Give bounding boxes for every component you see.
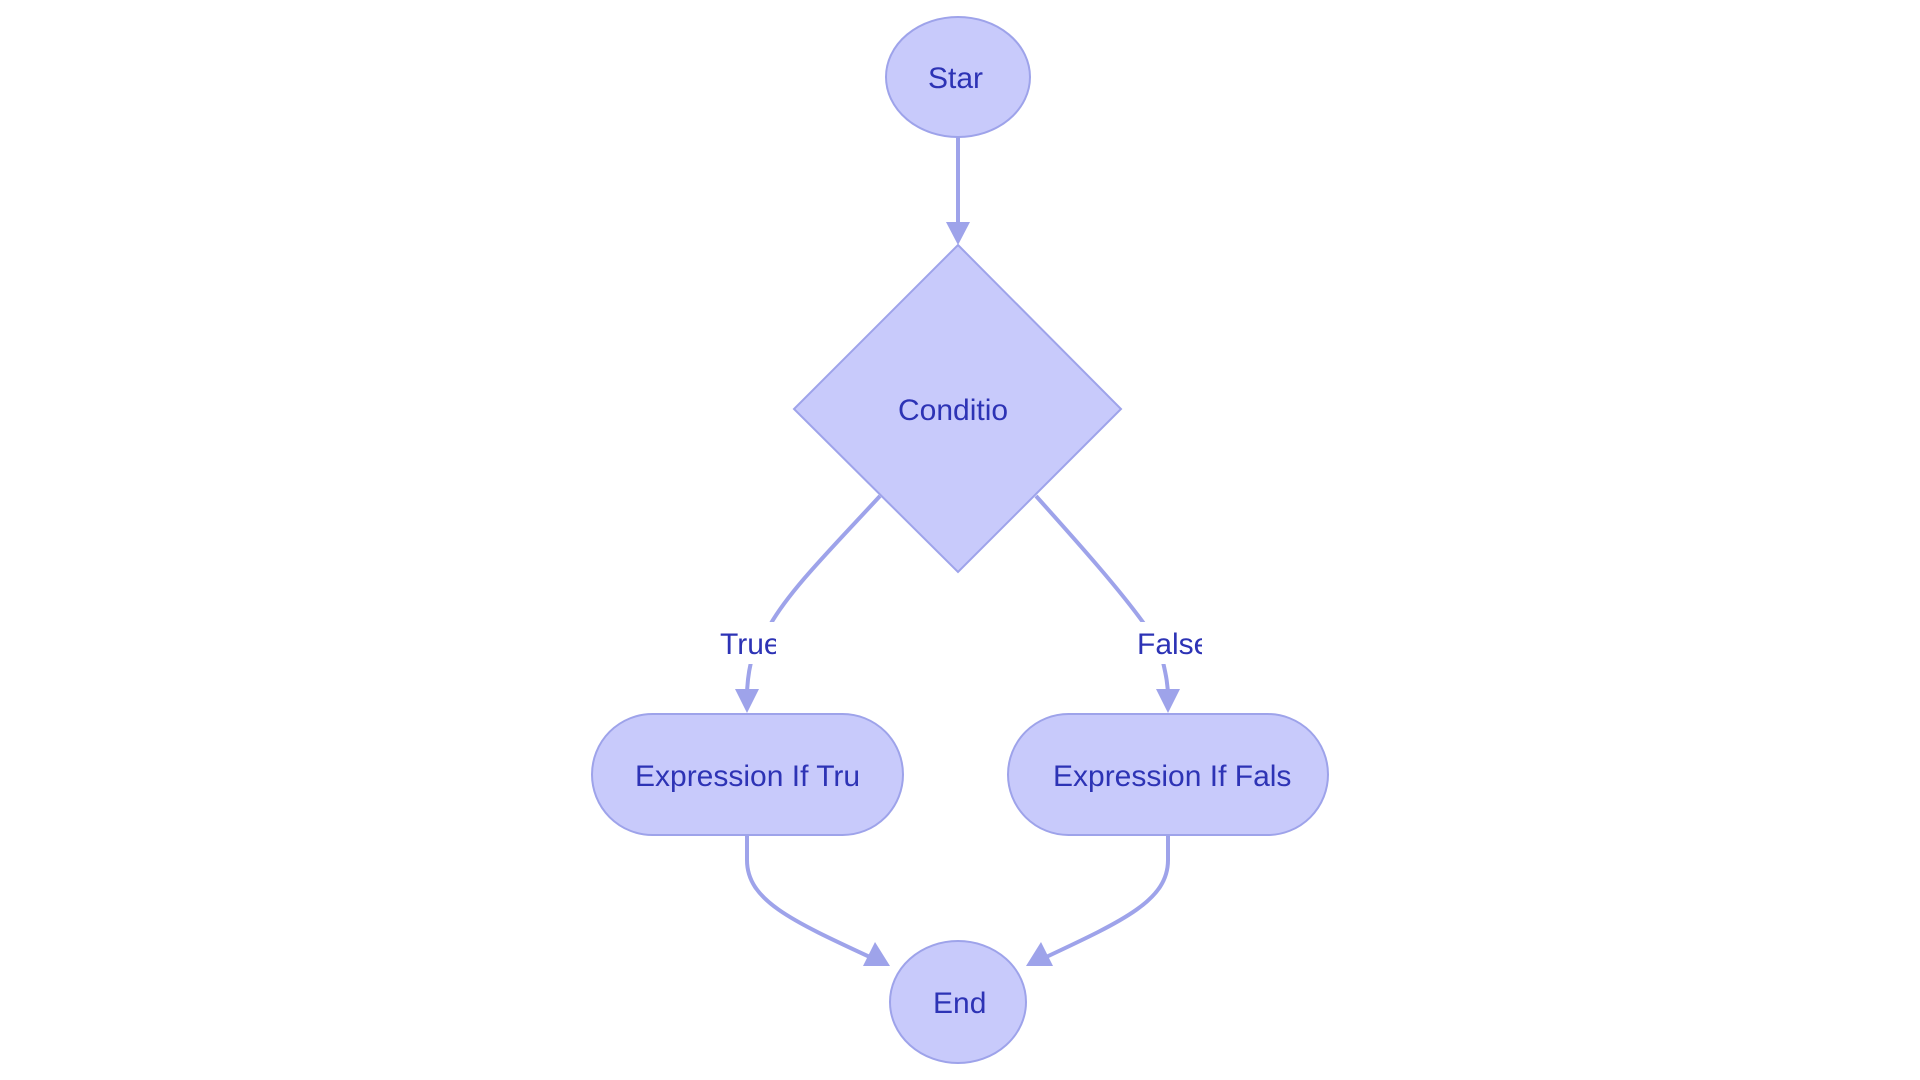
node-end-shape[interactable] bbox=[889, 940, 1027, 1064]
node-start[interactable]: Star bbox=[885, 16, 1031, 138]
node-expression-if-false[interactable]: Expression If Fals bbox=[1007, 713, 1329, 836]
arrowhead-icon bbox=[1026, 942, 1053, 966]
edge-line bbox=[745, 835, 873, 960]
edge-line bbox=[1034, 494, 1147, 627]
edge-condition-true bbox=[735, 494, 882, 713]
arrowhead-icon bbox=[946, 222, 970, 245]
node-start-shape[interactable] bbox=[885, 16, 1031, 138]
edge-label-false-text: False bbox=[1137, 628, 1210, 661]
node-condition[interactable]: Conditio bbox=[792, 243, 1123, 574]
edge-line bbox=[1043, 835, 1170, 960]
arrowhead-icon bbox=[863, 942, 890, 966]
node-start-label: Star bbox=[928, 62, 983, 95]
edge-false-end bbox=[1026, 835, 1170, 966]
node-expression-if-true-shape[interactable] bbox=[591, 713, 904, 836]
edge-start-condition bbox=[946, 137, 970, 245]
node-end[interactable]: End bbox=[889, 940, 1027, 1064]
edge-label-background bbox=[1130, 622, 1202, 664]
edge-label-background bbox=[700, 622, 776, 664]
node-end-label: End bbox=[933, 987, 986, 1020]
node-expression-if-true-label: Expression If Tru bbox=[635, 760, 860, 793]
edge-label-true: True bbox=[700, 622, 781, 664]
node-condition-shape[interactable] bbox=[792, 243, 1123, 574]
arrowhead-icon bbox=[1156, 689, 1180, 713]
node-condition-label: Conditio bbox=[898, 394, 1008, 427]
node-expression-if-true[interactable]: Expression If Tru bbox=[591, 713, 904, 836]
edge-condition-false bbox=[1034, 494, 1180, 713]
node-expression-if-false-label: Expression If Fals bbox=[1053, 760, 1291, 793]
edge-true-end bbox=[745, 835, 890, 966]
edge-line bbox=[768, 494, 882, 626]
arrowhead-icon bbox=[735, 689, 759, 713]
node-expression-if-false-shape[interactable] bbox=[1007, 713, 1329, 836]
edge-label-true-text: True bbox=[720, 628, 781, 661]
edge-label-false: False bbox=[1130, 622, 1210, 664]
